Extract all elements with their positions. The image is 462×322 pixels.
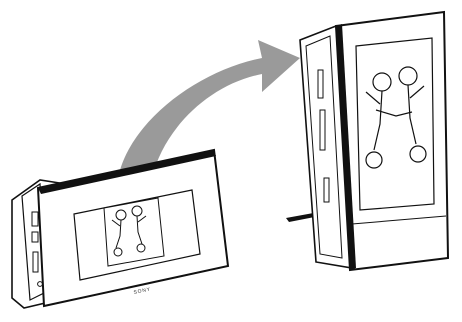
- brand-logo: SONY: [133, 286, 151, 295]
- photo-frame-landscape: SONY: [12, 150, 228, 308]
- port-slot: [32, 232, 38, 242]
- port-slot: [320, 110, 325, 150]
- port-slot: [324, 178, 329, 202]
- landscape-photo: [104, 198, 164, 266]
- port-jack: [38, 282, 43, 287]
- photo-frame-portrait: [286, 12, 448, 270]
- port-slot: [318, 70, 323, 98]
- portrait-photo-mat: [356, 38, 434, 210]
- port-slot: [32, 212, 38, 226]
- port-slot: [33, 252, 38, 272]
